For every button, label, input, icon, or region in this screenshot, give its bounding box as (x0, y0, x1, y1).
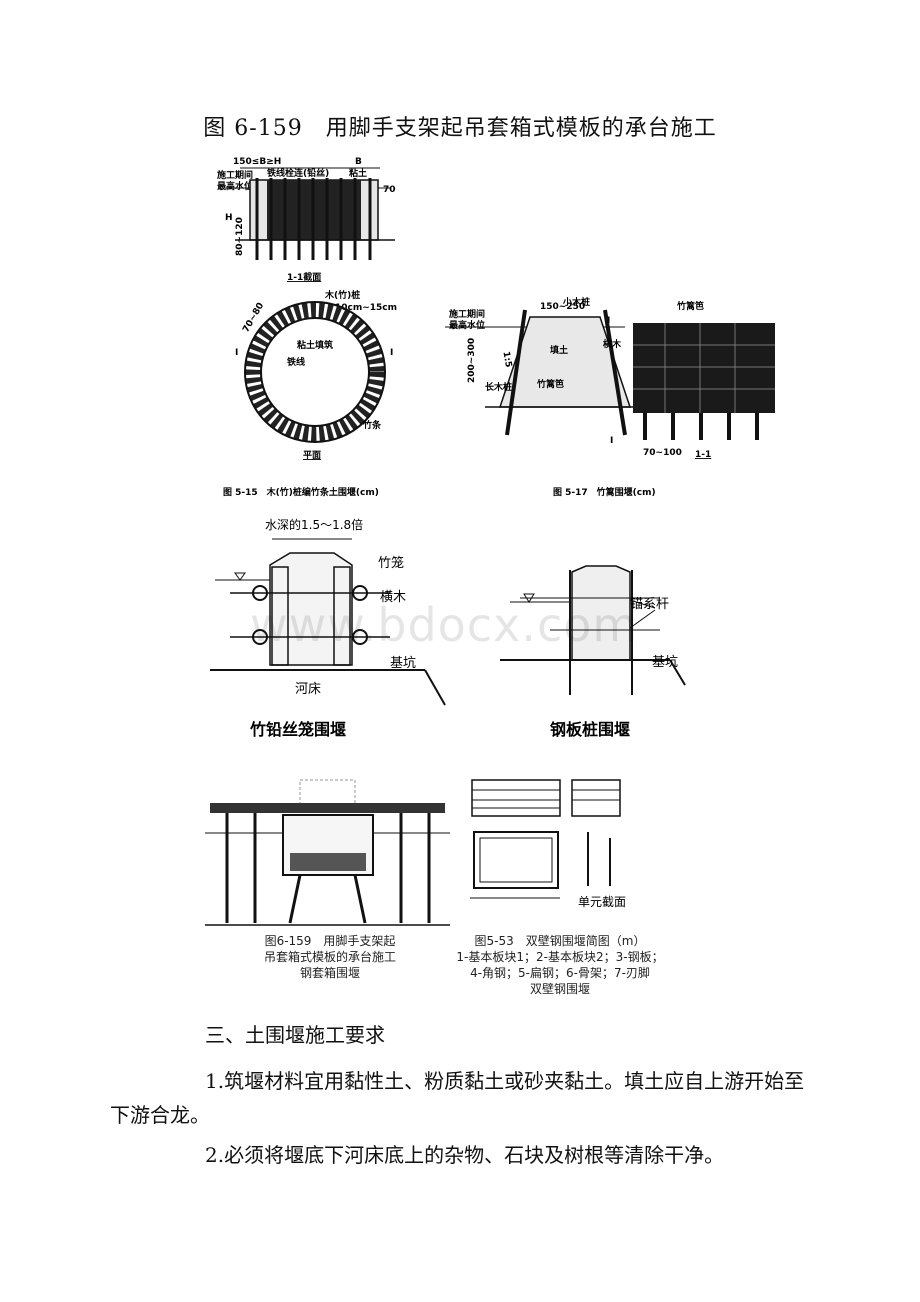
unit-section-label: 单元截面 (578, 895, 626, 909)
fence-label: 竹篱笆 (536, 378, 564, 390)
h-label: H (225, 213, 233, 223)
fill-label: 填土 (550, 344, 568, 356)
double-wall-figure: 单元截面 (470, 779, 626, 909)
caption-line-2: 吊套箱式模板的承台施工 (263, 950, 396, 964)
max-water-1: 施工期间 (449, 308, 485, 320)
caption-line-1: 图5-53 双壁钢围堰简图（m） (474, 934, 646, 948)
max-water-2: 最高水位 (217, 180, 253, 192)
caption-line-3: 4-角钢；5-扁钢；6-骨架；7-刃脚 (470, 966, 650, 980)
fig-5-17-caption: 图 5-17 竹篱围堰(cm) (553, 486, 656, 498)
paragraph-2: 2.必须将堰底下河床底上的杂物、石块及树根等清除干净。 (205, 1143, 725, 1167)
section-1-1: 1-1截面 (287, 271, 321, 283)
dim-top: 150≤B≥H (233, 157, 281, 167)
mark-i-bottom: I (610, 436, 613, 446)
fence-panel-label: 竹篱笆 (676, 300, 704, 312)
pile-label: 木(竹)桩 (324, 289, 360, 301)
spacing-label: 70~100 (643, 448, 682, 458)
mark-i-right: I (390, 348, 393, 358)
cage-label: 竹笼 (378, 555, 404, 571)
top-dim: 150~250 (540, 302, 585, 312)
fig-5-15-caption: 图 5-15 木(竹)桩编竹条土围堰(cm) (223, 486, 379, 498)
caption-line-3: 钢套箱围堰 (299, 966, 360, 980)
steel-box-caption: 图6-159 用脚手支架起 吊套箱式模板的承台施工 钢套箱围堰 (200, 933, 460, 981)
riverbed-label: 河床 (295, 682, 321, 697)
plan-label: 平面 (303, 450, 321, 461)
iron-wire-label: 铁线栓连(铅丝) (267, 167, 329, 179)
depth-label: 80~120 (235, 217, 245, 256)
pit-label: 基坑 (652, 655, 678, 670)
wire-label: 铁线 (287, 356, 305, 368)
double-wall-caption: 图5-53 双壁钢围堰简图（m） 1-基本板块1；2-基本板块2；3-钢板； 4… (445, 933, 675, 997)
b-label: B (355, 157, 362, 167)
anchor-label: 锚系杆 (630, 597, 669, 612)
cross-wood-label: 横木 (380, 590, 406, 605)
pit-label: 基坑 (390, 656, 416, 671)
caption-line-4: 双壁钢围堰 (529, 982, 590, 996)
figure-5-17: 小木桩 150~250 施工期间 最高水位 I 填土 横木 长木桩 竹篱笆 20… (445, 296, 775, 498)
fill-label: 粘土填筑 (296, 339, 333, 351)
steel-sheet-title: 钢板桩围堰 (550, 720, 630, 739)
depth-ratio-label: 水深的1.5～1.8倍 (265, 517, 363, 532)
watermark: www.bdocx.com (250, 598, 639, 652)
steel-box-figure (205, 779, 450, 926)
section-heading: 三、土围堰施工要求 (205, 1023, 385, 1047)
figure-5-15: 150≤B≥H 铁线栓连(铅丝) B 粘土 施工期间 最高水位 H 70 80~… (217, 157, 397, 498)
long-pile-label: 长木桩 (485, 381, 512, 393)
clay-label: 粘土 (348, 167, 367, 179)
figure-title: 图 6-159 用脚手支架起吊套箱式模板的承台施工 (203, 116, 717, 141)
max-water-2: 最高水位 (449, 319, 485, 331)
caption-line-2: 1-基本板块1；2-基本板块2；3-钢板； (456, 950, 664, 964)
steel-sheet-figure: 锚系杆 基坑 钢板桩围堰 (500, 565, 686, 739)
strip-label: 竹条 (362, 419, 382, 431)
pile-size: 10cm~15cm (335, 303, 397, 313)
bamboo-cage-figure: 水深的1.5～1.8倍 竹笼 横木 基坑 河床 竹铅丝笼围堰 (210, 517, 446, 739)
slope-label: 1:5 (500, 351, 513, 369)
max-water-1: 施工期间 (217, 169, 253, 181)
caption-line-1: 图6-159 用脚手支架起 (264, 934, 396, 948)
cross-wood-label: 横木 (603, 338, 622, 350)
section-1-1: 1-1 (695, 450, 711, 460)
small-pile-label: 小木桩 (562, 296, 590, 308)
paragraph-1: 1.筑堰材料宜用黏性土、粉质黏土或砂夹黏土。填土应自上游开始至下游合龙。 (110, 1069, 805, 1127)
seventy-label: 70 (383, 185, 396, 195)
depth-label: 200~300 (467, 338, 477, 383)
mark-i-left: I (235, 348, 238, 358)
bamboo-cage-title: 竹铅丝笼围堰 (249, 720, 346, 739)
